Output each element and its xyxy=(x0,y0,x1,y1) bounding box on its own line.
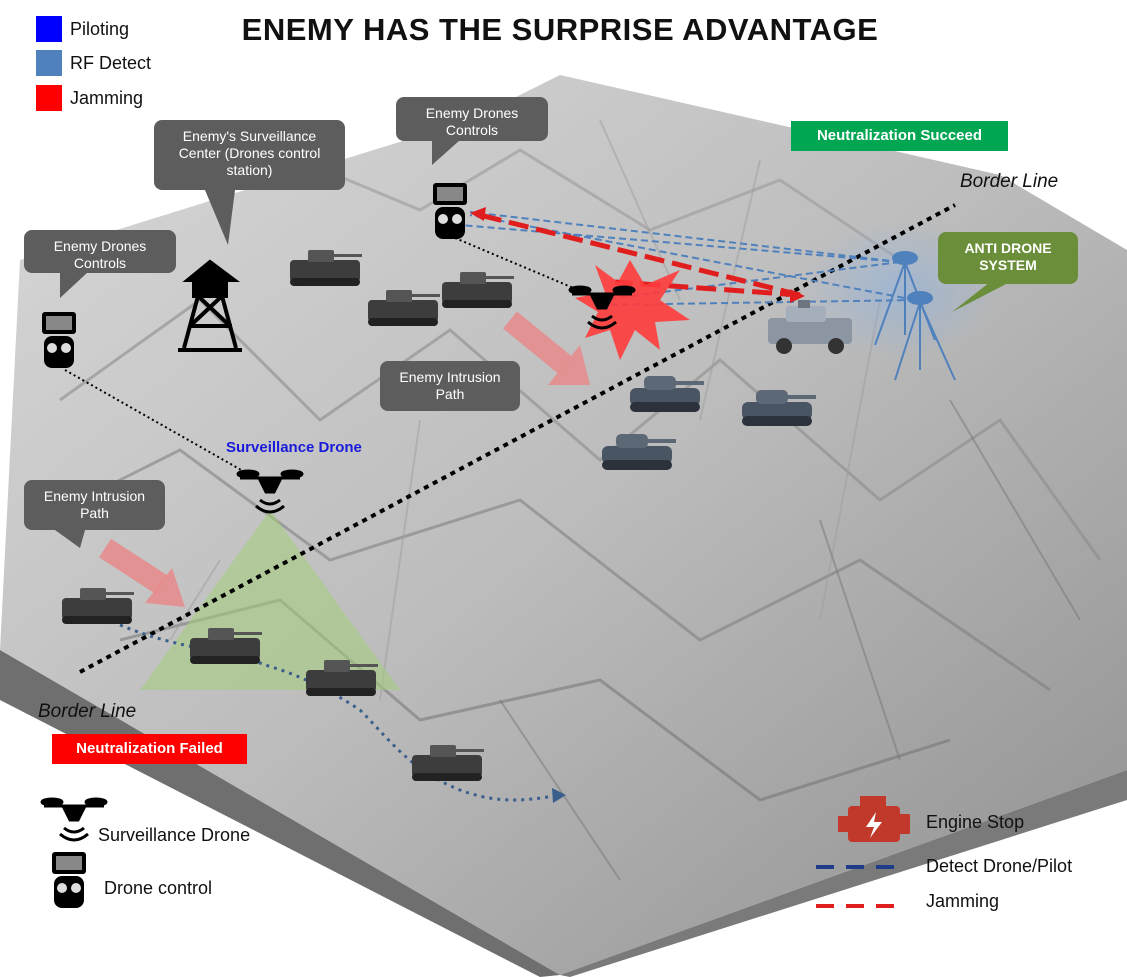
enemy-ifv-group xyxy=(62,250,514,781)
callout-drones-controls-left: Enemy Drones Controls xyxy=(24,230,176,273)
callout-intrusion-path-upper: Enemy Intrusion Path xyxy=(380,361,520,411)
ifv-icon xyxy=(290,250,362,286)
callout-tail xyxy=(60,272,88,298)
callout-surveillance-center: Enemy's Surveillance Center (Drones cont… xyxy=(154,120,345,190)
callout-anti-drone-system: ANTI DRONE SYSTEM xyxy=(938,232,1078,284)
engine-icon xyxy=(838,796,910,842)
legend-label: Jamming xyxy=(70,87,144,108)
legend-item-rf-detect: RF Detect xyxy=(36,49,151,77)
status-badge-succeed: Neutralization Succeed xyxy=(791,121,1008,151)
page-title: ENEMY HAS THE SURPRISE ADVANTAGE xyxy=(241,12,879,47)
tank-icon xyxy=(602,434,676,470)
drone-icon-attacked xyxy=(568,285,636,330)
ifv-icon xyxy=(442,272,514,308)
legend-swatch-jamming xyxy=(36,85,62,111)
status-badge-failed: Neutralization Failed xyxy=(52,734,247,764)
legend-label: RF Detect xyxy=(70,52,152,73)
friendly-tank-group xyxy=(602,376,816,470)
callout-tail xyxy=(952,282,1010,312)
remote-controller-icon xyxy=(52,852,86,908)
ifv-icon xyxy=(368,290,440,326)
jamming-arrowhead-2 xyxy=(470,207,486,221)
intrusion-arrow-upper xyxy=(503,311,590,385)
intrusion-arrow-lower xyxy=(99,538,185,607)
callout-drones-controls-top: Enemy Drones Controls xyxy=(396,97,548,141)
border-line-label-bottom: Border Line xyxy=(38,701,137,722)
explosion-icon xyxy=(575,260,690,360)
control-link-left xyxy=(64,369,251,476)
remote-controller-icon xyxy=(42,312,76,368)
callout-tail xyxy=(55,530,85,548)
legend-jamming-label: Jamming xyxy=(926,891,1000,911)
callout-tail xyxy=(205,190,235,245)
tank-path-arrowhead xyxy=(552,788,566,803)
legend-item-piloting: Piloting xyxy=(36,15,129,43)
tank-icon xyxy=(630,376,704,412)
legend-drone-control-label: Drone control xyxy=(104,878,213,898)
ifv-icon xyxy=(306,660,378,696)
vehicle-icon xyxy=(768,300,852,354)
tank-icon xyxy=(742,390,816,426)
legend-swatch-piloting xyxy=(36,16,62,42)
watchtower-icon xyxy=(178,259,242,352)
jamming-lines xyxy=(479,212,801,298)
surveillance-drone-label: Surveillance Drone xyxy=(226,439,362,456)
jamming-arrowhead xyxy=(790,289,805,303)
remote-controller-icon xyxy=(433,183,467,239)
antenna-tripod-icon xyxy=(894,291,956,381)
ifv-icon xyxy=(190,628,262,664)
ifv-icon xyxy=(62,588,134,624)
drone-icon xyxy=(40,797,108,842)
legend-label: Piloting xyxy=(70,18,130,39)
antenna-tripod-icon xyxy=(874,251,936,346)
tank-path xyxy=(119,623,561,802)
ifv-icon xyxy=(412,745,484,781)
legend-engine-stop-label: Engine Stop xyxy=(926,812,1025,832)
legend-swatch-rf-detect xyxy=(36,50,62,76)
legend-item-jamming: Jamming xyxy=(36,84,143,112)
legend-detect-label: Detect Drone/Pilot xyxy=(926,856,1073,876)
border-line-label-top: Border Line xyxy=(960,171,1059,192)
legend-surveillance-drone-label: Surveillance Drone xyxy=(98,825,251,845)
drone-icon-surveillance xyxy=(236,469,304,514)
callout-intrusion-path-lower: Enemy Intrusion Path xyxy=(24,480,165,530)
callout-tail xyxy=(432,140,460,165)
